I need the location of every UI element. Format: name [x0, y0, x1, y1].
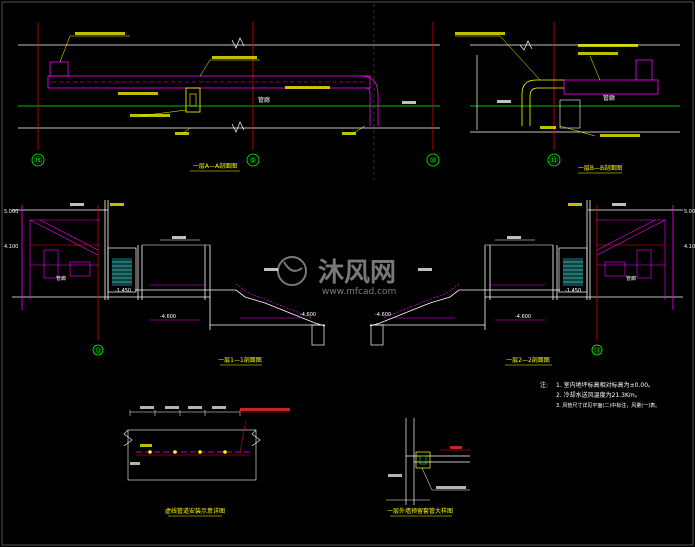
notes-title: 注: [540, 381, 548, 389]
level-label: -4.600 [300, 312, 316, 318]
notes-block: 注: 1. 室内地坪标高相对标高为±0.00。 2. 冷却水送风温度为21.3K… [540, 381, 660, 409]
level-label: -4.600 [515, 314, 531, 320]
section-title-1: 一层1—1剖面图 [218, 356, 262, 364]
section-b-b: 管廊 ⑬ 一层B—B剖面图 [455, 22, 680, 174]
section-title-2: 一层2—2剖面图 [506, 356, 550, 364]
watermark-url: www.mfcad.com [322, 287, 396, 297]
note-line: 3. 风管尺寸详见平面(二)中标注，风量(一)表。 [556, 402, 660, 409]
section-2-2: 5.000 4.100 -1.450 -4.600 -4.600 管廊 ⑬ 一层… [369, 200, 695, 366]
level-label: -4.600 [375, 312, 391, 318]
note-line: 1. 室内地坪标高相对标高为±0.00。 [556, 381, 654, 389]
room-label: 管廊 [626, 275, 636, 282]
room-label: 管廊 [258, 96, 270, 104]
level-label: 5.000 [684, 209, 695, 215]
watermark: 沐风网 www.mfcad.com [277, 256, 396, 297]
pipe-detail: 虚线管道安装示意详图 [123, 406, 290, 517]
axis-mark: ⑮ [34, 156, 42, 165]
level-label: 4.100 [4, 244, 18, 250]
level-label: -1.450 [115, 288, 131, 294]
level-label: 5.000 [4, 209, 18, 215]
level-label: -4.600 [160, 314, 176, 320]
section-title-a: 一层A—A剖面图 [193, 162, 237, 170]
axis-mark: ⑩ [429, 156, 436, 165]
note-line: 2. 冷却水送风温度为21.3Km。 [556, 391, 641, 399]
level-label: -1.450 [565, 288, 581, 294]
room-label: 管廊 [603, 94, 615, 102]
axis-mark: ⑬ [95, 347, 102, 355]
section-a-a: 管廊 ⑮ ⑨ ⑩ 一层A—A剖面图 [18, 22, 440, 172]
room-label: 管廊 [56, 275, 66, 282]
axis-mark: ⑬ [550, 156, 558, 165]
level-label: 4.100 [684, 244, 695, 250]
wall-sleeve-detail: 一层外墙预留套管大样图 [386, 418, 470, 517]
watermark-logo: 沐风网 [318, 258, 396, 288]
axis-mark: ⑨ [249, 156, 256, 165]
axis-mark: ⑬ [594, 347, 601, 355]
detail-title-left: 虚线管道安装示意详图 [165, 507, 225, 515]
detail-title-right: 一层外墙预留套管大样图 [387, 507, 453, 515]
section-title-b: 一层B—B剖面图 [578, 164, 622, 172]
section-1-1: 5.000 4.100 -1.450 -4.600 -4.600 管廊 ⑬ 一层… [4, 200, 326, 366]
